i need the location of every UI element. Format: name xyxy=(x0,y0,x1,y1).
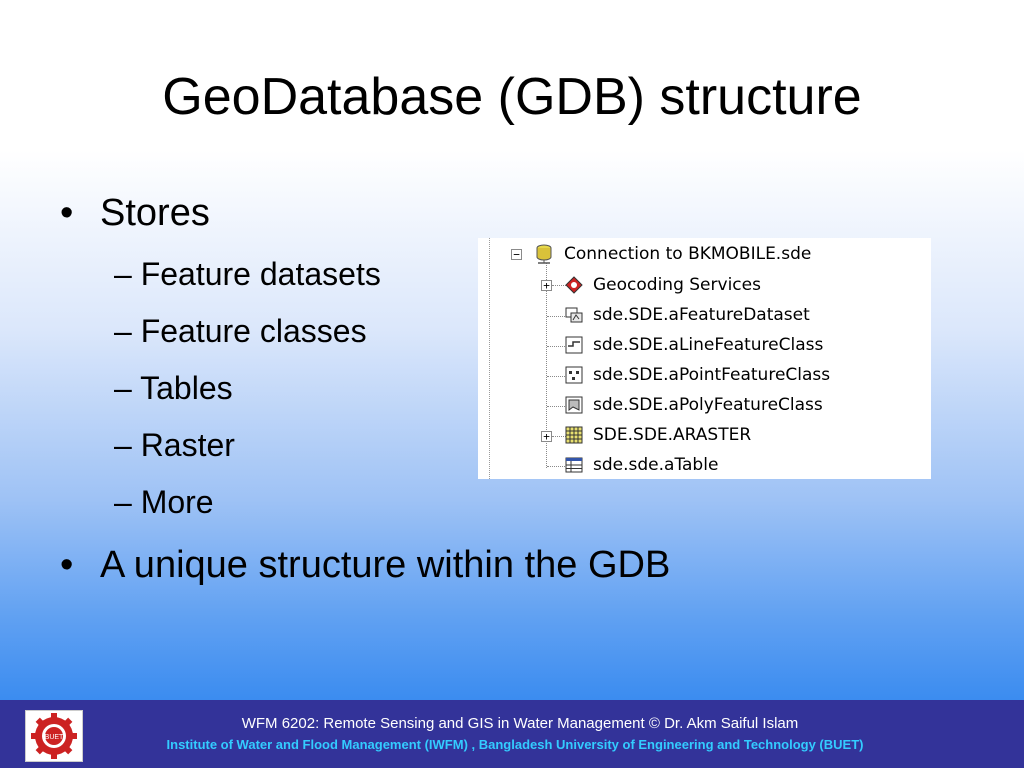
tree-connector xyxy=(547,466,565,467)
tree-branch-line xyxy=(546,263,547,468)
tree-item-point-feature-class[interactable]: sde.SDE.aPointFeatureClass xyxy=(593,365,831,385)
tree-connector xyxy=(552,436,570,437)
tree-item-connection[interactable]: Connection to BKMOBILE.sde xyxy=(564,244,812,264)
footer-course-line: WFM 6202: Remote Sensing and GIS in Wate… xyxy=(241,715,799,732)
polygon-feature-class-icon xyxy=(564,395,584,415)
sub-bullet-raster: – Raster xyxy=(114,427,235,463)
collapse-toggle-root[interactable]: − xyxy=(511,249,522,260)
line-feature-class-icon xyxy=(564,335,584,355)
point-feature-class-icon xyxy=(564,365,584,385)
footer-institute-line: Institute of Water and Flood Management … xyxy=(166,737,864,752)
slide-title: GeoDatabase (GDB) structure xyxy=(162,68,862,126)
bullet-unique-structure: •A unique structure within the GDB xyxy=(60,544,671,586)
tree-connector xyxy=(547,316,565,317)
tree-item-table[interactable]: sde.sde.aTable xyxy=(593,455,719,475)
sub-bullet-tables: – Tables xyxy=(114,370,233,406)
tree-item-poly-feature-class[interactable]: sde.SDE.aPolyFeatureClass xyxy=(593,395,823,415)
bullet-glyph: • xyxy=(60,192,74,234)
tree-connector xyxy=(547,376,565,377)
tree-left-edge xyxy=(489,238,490,479)
tree-connector xyxy=(547,406,565,407)
geocoding-services-icon xyxy=(564,275,584,295)
bullet-glyph: • xyxy=(60,544,74,586)
tree-connector xyxy=(547,346,565,347)
feature-dataset-icon xyxy=(564,305,584,325)
footer-bar: BUET WFM 6202: Remote Sensing and GIS in… xyxy=(0,700,1024,768)
expand-toggle-geocoding[interactable]: + xyxy=(541,280,552,291)
catalog-tree-screenshot: − Connection to BKMOBILE.sde + Geocoding… xyxy=(478,238,931,479)
table-icon xyxy=(564,455,584,475)
tree-item-geocoding-services[interactable]: Geocoding Services xyxy=(593,275,761,295)
tree-connector xyxy=(552,285,570,286)
sub-bullet-more: – More xyxy=(114,484,214,520)
expand-toggle-raster[interactable]: + xyxy=(541,431,552,442)
tree-item-feature-dataset[interactable]: sde.SDE.aFeatureDataset xyxy=(593,305,810,325)
buet-gear-logo-icon: BUET xyxy=(25,710,83,762)
tree-item-line-feature-class[interactable]: sde.SDE.aLineFeatureClass xyxy=(593,335,824,355)
sub-bullet-feature-datasets: – Feature datasets xyxy=(114,256,381,292)
raster-icon xyxy=(564,425,584,445)
tree-item-raster[interactable]: SDE.SDE.ARASTER xyxy=(593,425,752,445)
database-connection-icon xyxy=(534,244,554,264)
sub-bullet-feature-classes: – Feature classes xyxy=(114,313,367,349)
bullet-stores: •Stores xyxy=(60,192,210,234)
svg-text:BUET: BUET xyxy=(45,734,64,741)
